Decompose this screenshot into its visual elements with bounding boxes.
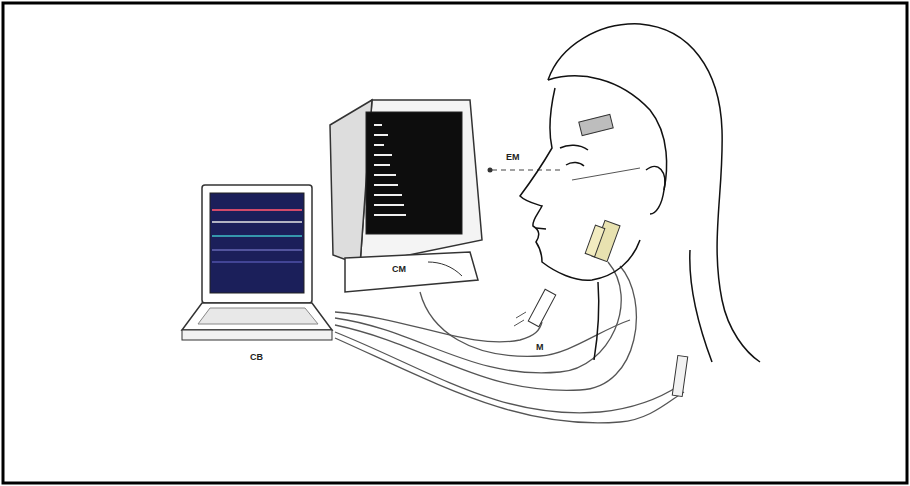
neck-back: [690, 250, 712, 362]
neck-front: [594, 282, 599, 360]
hairline: [548, 76, 667, 190]
cable: [335, 338, 684, 423]
text-line: [374, 164, 390, 166]
head-profile: [520, 24, 760, 362]
text-line: [374, 194, 402, 196]
text-line: [374, 134, 388, 136]
signal-trace: [212, 262, 302, 263]
callout-label: EM: [506, 152, 520, 162]
laptop-screen: [210, 193, 304, 293]
text-line: [374, 174, 396, 176]
signal-trace: [212, 209, 302, 211]
eye: [566, 162, 584, 166]
text-line: [374, 214, 406, 216]
eyebrow: [560, 145, 588, 150]
headband: [572, 168, 640, 180]
laptop-base: [182, 303, 332, 330]
gaze-line: [492, 169, 560, 170]
frame-border: [3, 3, 907, 483]
crt-monitor: [330, 100, 482, 292]
callout-label: M: [536, 342, 544, 352]
sound-marks: [514, 312, 526, 326]
face-profile: [520, 88, 640, 280]
monitor-screen: [366, 112, 462, 234]
laptop: [182, 185, 332, 340]
lips: [536, 228, 546, 229]
text-line: [374, 144, 384, 146]
stand-detail: [428, 262, 462, 276]
hair-outline: [548, 24, 760, 362]
text-line: [374, 204, 404, 206]
text-line: [374, 154, 392, 156]
monitor-body: [360, 100, 482, 265]
laptop-keyboard: [198, 308, 318, 324]
callout-label: CB: [250, 352, 263, 362]
microphone: [528, 289, 555, 326]
text-line: [374, 124, 382, 126]
text-line: [374, 184, 398, 186]
ear: [646, 166, 665, 214]
sound-mark: [516, 312, 526, 318]
cable: [335, 332, 680, 413]
sound-mark: [514, 320, 524, 326]
amplifier-plug: [672, 355, 687, 396]
laptop-lid: [202, 185, 312, 303]
forehead-electrode: [579, 114, 613, 135]
laptop-edge: [182, 330, 332, 340]
gaze-point: [488, 168, 493, 173]
callout-label: CM: [392, 264, 406, 274]
cable: [335, 312, 542, 342]
signal-trace: [212, 235, 302, 237]
cheek-electrode: [585, 225, 605, 257]
signal-trace: [212, 250, 302, 251]
monitor-stand: [345, 252, 478, 292]
screen-text-lines: [374, 125, 406, 215]
signal-trace: [212, 221, 302, 223]
